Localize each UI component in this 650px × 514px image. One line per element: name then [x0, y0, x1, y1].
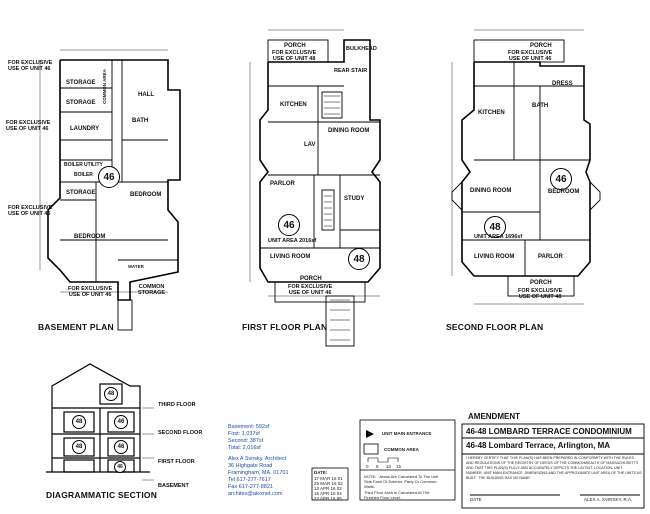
second-unit-area: UNIT AREA 1696sf	[474, 234, 523, 240]
title-line-2: 46-48 Lombard Terrace, Arlington, MA	[466, 441, 611, 450]
area-first: First: 1,037sf	[228, 431, 260, 437]
revision-row: 13 APR 16 03	[314, 486, 342, 491]
second-bedroom: BEDROOM	[548, 189, 580, 195]
first-porch-top-note: FOR EXCLUSIVE USE OF UNIT 48	[272, 50, 317, 62]
section-unit-46-b: 46	[114, 440, 128, 454]
architect-fax: Fax 617-277-8821	[228, 484, 273, 490]
scale-label: 5	[376, 464, 379, 469]
basement-exclusive-bottom: FOR EXCLUSIVE USE OF UNIT 46	[68, 286, 113, 298]
basement-unit-badge: 46	[98, 166, 120, 188]
section-unit-48-a: 48	[72, 415, 86, 429]
basement-hall: HALL	[138, 92, 154, 98]
second-unit-48-badge: 48	[484, 216, 506, 238]
first-rear-stair: REAR STAIR	[334, 68, 368, 74]
basement-common-area: COMMON AREA	[102, 69, 107, 104]
second-porch-top-note: FOR EXCLUSIVE USE OF UNIT 46	[508, 50, 553, 62]
section-unit-48-top: 48	[104, 387, 118, 401]
revision-row: 27 APR 16 05	[314, 496, 342, 501]
signer-name: ALEX A. SVIRSKY, R.A.	[584, 497, 633, 502]
certification-text: I HEREBY CERTIFY THAT THIS PLAN(S) HAS B…	[466, 456, 642, 480]
basement-outline	[47, 59, 181, 301]
basement-bedroom-1: BEDROOM	[130, 192, 162, 198]
basement-storage-3: STORAGE	[66, 190, 96, 196]
basement-storage-1: STORAGE	[66, 80, 96, 86]
area-total: Total: 2,016sf	[228, 445, 261, 451]
section-title: DIAGRAMMATIC SECTION	[46, 490, 158, 500]
architect-tel: Tel 617-277-7617	[228, 477, 271, 483]
first-unit-area: UNIT AREA 2016sf	[268, 238, 317, 244]
second-porch-top: PORCH	[530, 43, 552, 49]
basement-boiler-1: BOILER	[64, 162, 83, 168]
revision-row: 25 MAR 16 02	[314, 481, 343, 486]
second-floor-outline	[461, 61, 591, 277]
section-unit-48-b: 48	[72, 440, 86, 454]
basement-plan-title: BASEMENT PLAN	[38, 322, 114, 332]
area-second: Second: 387sf	[228, 438, 264, 444]
section-second-floor: SECOND FLOOR	[158, 430, 203, 436]
basement-utility: UTILITY	[84, 162, 103, 168]
basement-bedroom-2: BEDROOM	[74, 234, 106, 240]
second-bath: BATH	[532, 103, 549, 109]
legend-common: COMMON AREA	[384, 447, 419, 452]
section-third-floor: THIRD FLOOR	[158, 402, 196, 408]
first-floor-outline	[259, 39, 381, 283]
basement-laundry: LAUNDRY	[70, 126, 100, 132]
amendment-label: AMENDMENT	[468, 412, 520, 421]
first-unit-48-badge: 48	[348, 248, 370, 270]
scale-label: 15	[396, 464, 402, 469]
second-floor-plan-title: SECOND FLOOR PLAN	[446, 322, 544, 332]
first-dining: DINING ROOM	[328, 128, 370, 134]
section-first-floor: FIRST FLOOR	[158, 459, 195, 465]
first-bulkhead: BULKHEAD	[346, 46, 377, 52]
title-line-1: 46-48 LOMBARD TERRACE CONDOMINIUM	[466, 427, 632, 436]
section-unit-46-a: 46	[114, 415, 128, 429]
first-floor-plan-title: FIRST FLOOR PLAN	[242, 322, 328, 332]
basement-bath: BATH	[132, 118, 149, 124]
first-porch-bottom-note: FOR EXCLUSIVE USE OF UNIT 46	[288, 284, 333, 296]
scale-label: 0	[366, 464, 369, 469]
architect-name: Alex A Svirsky, Architect	[228, 456, 287, 462]
first-porch-top: PORCH	[284, 43, 306, 49]
basement-water: WATER	[128, 264, 144, 269]
basement-storage-2: STORAGE	[66, 100, 96, 106]
second-porch-bottom-note: FOR EXCLUSIVE USE OF UNIT 48	[518, 288, 563, 300]
section-basement: BASEMENT	[158, 483, 189, 489]
first-parlor: PARLOR	[270, 181, 295, 187]
section-unit-46-c: 46	[114, 461, 126, 473]
second-living: LIVING ROOM	[474, 254, 515, 260]
first-unit-46-badge: 46	[278, 214, 300, 236]
revisions-list: 17 MAR 16 01 25 MAR 16 02 13 APR 16 03 1…	[314, 476, 343, 501]
legend-entrance: UNIT MAIN ENTRANCE	[382, 431, 432, 436]
first-kitchen: KITCHEN	[280, 102, 307, 108]
revisions-header: DATE:	[314, 470, 328, 475]
legend-note-2: Third Floor Area Is Calculated At The Fi…	[364, 490, 430, 500]
first-study: STUDY	[344, 196, 365, 202]
second-parlor: PARLOR	[538, 254, 563, 260]
architect-email: architex@alexnet.com	[228, 491, 283, 497]
date-label: DATE	[470, 497, 482, 502]
basement-exclusive-top: FOR EXCLUSIVE USE OF UNIT 46	[8, 60, 53, 72]
architect-addr1: 36 Highgate Road	[228, 463, 273, 469]
first-porch-bottom: PORCH	[300, 276, 322, 282]
scale-label: 10	[386, 464, 392, 469]
second-unit-46-badge: 46	[550, 168, 572, 190]
basement-exclusive-mid: FOR EXCLUSIVE USE OF UNIT 46	[6, 120, 51, 132]
basement-exclusive-low: FOR EXCLUSIVE USE OF UNIT 46	[8, 205, 53, 217]
second-porch-bottom: PORCH	[530, 280, 552, 286]
basement-common-storage: COMMON STORAGE	[138, 284, 166, 296]
second-dining: DINING ROOM	[470, 188, 512, 194]
legend-scale: 0 5 10 15	[366, 464, 406, 470]
first-lav: LAV	[304, 142, 316, 148]
revision-row: 17 MAR 16 01	[314, 476, 343, 481]
first-living: LIVING ROOM	[270, 254, 311, 260]
area-basement: Basement: 592sf	[228, 424, 270, 430]
architect-addr2: Framingham, MA. 01701	[228, 470, 289, 476]
second-dress: DRESS	[552, 81, 573, 87]
legend-note-1: NOTE: Areas Are Calculated To The Unit S…	[364, 474, 439, 489]
revision-row: 15 APR 16 04	[314, 491, 342, 496]
section-house	[46, 363, 150, 473]
second-kitchen: KITCHEN	[478, 110, 505, 116]
basement-boiler-2: BOILER	[74, 172, 93, 178]
